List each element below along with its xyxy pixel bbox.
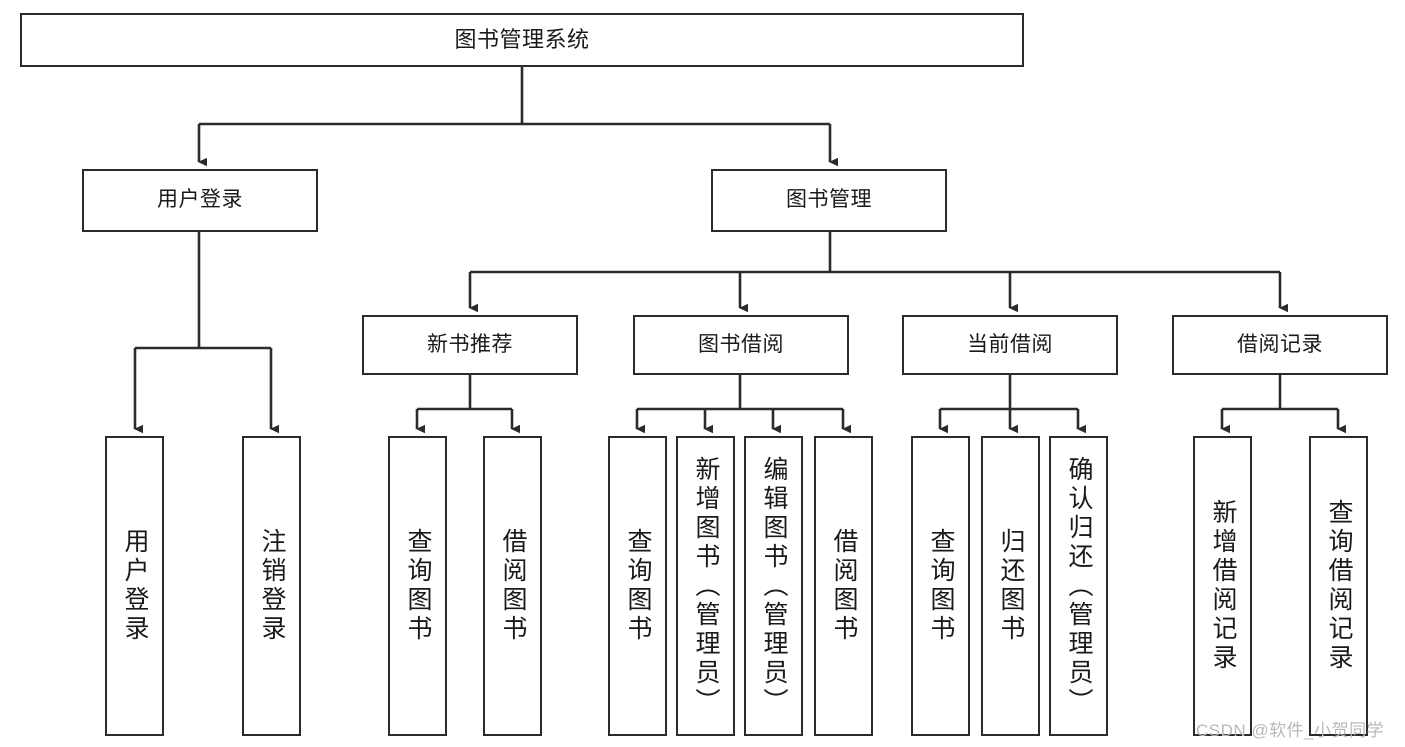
node-label: 图书管理系统 xyxy=(454,27,590,53)
leaf-borrow-book-recommend[interactable]: 借阅图书 xyxy=(483,436,542,736)
node-label: 借阅图书 xyxy=(499,528,527,644)
node-label: 图书借阅 xyxy=(698,332,784,356)
leaf-borrow-book[interactable]: 借阅图书 xyxy=(814,436,873,736)
node-label: 图书管理 xyxy=(786,188,872,212)
node-label: 借阅图书 xyxy=(830,528,858,644)
node-label: 借阅记录 xyxy=(1237,332,1323,356)
node-current-borrow[interactable]: 当前借阅 xyxy=(902,315,1118,375)
node-label: 确认归还（管理员） xyxy=(1065,455,1093,717)
node-user-login[interactable]: 用户登录 xyxy=(82,169,318,232)
node-book-management[interactable]: 图书管理 xyxy=(711,169,947,232)
node-book-management-system[interactable]: 图书管理系统 xyxy=(20,13,1024,67)
node-label: 查询图书 xyxy=(624,528,652,644)
node-label: 用户登录 xyxy=(157,188,243,212)
leaf-query-book-recommend[interactable]: 查询图书 xyxy=(388,436,447,736)
leaf-user-login[interactable]: 用户登录 xyxy=(105,436,164,736)
leaf-query-borrow-record[interactable]: 查询借阅记录 xyxy=(1309,436,1368,736)
node-label: 归还图书 xyxy=(997,528,1025,644)
leaf-add-book-admin[interactable]: 新增图书（管理员） xyxy=(676,436,735,736)
leaf-logout[interactable]: 注销登录 xyxy=(242,436,301,736)
node-label: 当前借阅 xyxy=(967,332,1053,356)
node-borrow-record[interactable]: 借阅记录 xyxy=(1172,315,1388,375)
leaf-query-book-current[interactable]: 查询图书 xyxy=(911,436,970,736)
leaf-return-book[interactable]: 归还图书 xyxy=(981,436,1040,736)
node-label: 编辑图书（管理员） xyxy=(760,455,788,717)
node-label: 新书推荐 xyxy=(427,332,513,356)
watermark-text: CSDN @软件_小贺同学 xyxy=(1196,721,1385,740)
node-label: 新增借阅记录 xyxy=(1209,499,1237,673)
node-label: 新增图书（管理员） xyxy=(692,455,720,717)
node-label: 用户登录 xyxy=(121,528,149,644)
node-label: 查询图书 xyxy=(927,528,955,644)
leaf-add-borrow-record[interactable]: 新增借阅记录 xyxy=(1193,436,1252,736)
node-book-borrow[interactable]: 图书借阅 xyxy=(633,315,849,375)
node-label: 查询借阅记录 xyxy=(1325,499,1353,673)
leaf-edit-book-admin[interactable]: 编辑图书（管理员） xyxy=(744,436,803,736)
node-label: 注销登录 xyxy=(258,528,286,644)
leaf-query-book-borrow[interactable]: 查询图书 xyxy=(608,436,667,736)
leaf-confirm-return-admin[interactable]: 确认归还（管理员） xyxy=(1049,436,1108,736)
node-label: 查询图书 xyxy=(404,528,432,644)
node-new-book-recommend[interactable]: 新书推荐 xyxy=(362,315,578,375)
